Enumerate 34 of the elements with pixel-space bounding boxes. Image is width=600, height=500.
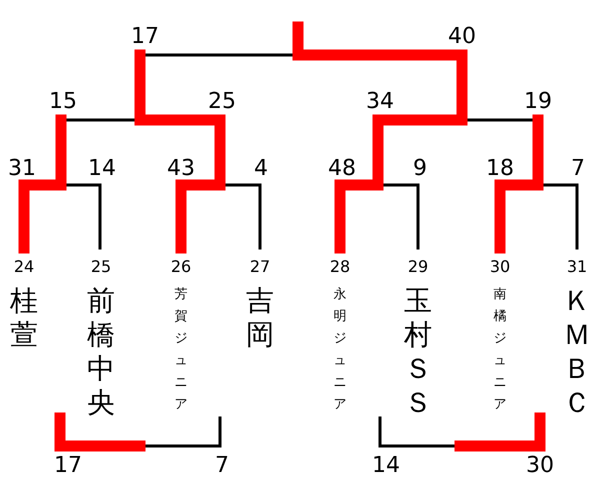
score-label: 34 [366, 91, 394, 113]
team-name: ＫＭＢＣ [563, 284, 591, 420]
seed-number: 27 [250, 258, 270, 276]
team-name: 吉岡 [246, 284, 274, 352]
seed-number: 26 [170, 258, 192, 276]
score-label: 9 [413, 158, 427, 180]
score-label: 17 [54, 455, 82, 477]
score-label: 14 [372, 455, 400, 477]
team-name: 桂萱 [10, 284, 38, 352]
score-label: 25 [208, 91, 236, 113]
score-label: 48 [328, 158, 356, 180]
seed-number: 31 [566, 258, 588, 276]
score-label: 18 [486, 158, 514, 180]
team-name: 南橘ジュニア [494, 286, 506, 414]
score-label: 4 [254, 158, 268, 180]
seed-number: 24 [14, 258, 34, 276]
seed-number: 25 [90, 258, 112, 276]
score-label: 40 [448, 26, 476, 48]
score-label: 17 [131, 26, 159, 48]
team-name: 芳賀ジュニア [174, 286, 188, 414]
score-label: 15 [49, 91, 77, 113]
seed-number: 30 [490, 258, 510, 276]
team-name: 前橋中央 [87, 284, 115, 420]
score-label: 14 [88, 158, 116, 180]
score-label: 31 [8, 158, 36, 180]
seed-number: 28 [330, 258, 350, 276]
score-label: 30 [526, 455, 554, 477]
score-label: 7 [215, 455, 229, 477]
score-label: 19 [524, 91, 552, 113]
score-label: 43 [167, 158, 195, 180]
seed-number: 29 [408, 258, 428, 276]
score-label: 7 [571, 158, 585, 180]
team-name: 玉村ＳＳ [404, 284, 432, 420]
team-name: 永明ジュニア [334, 286, 346, 414]
